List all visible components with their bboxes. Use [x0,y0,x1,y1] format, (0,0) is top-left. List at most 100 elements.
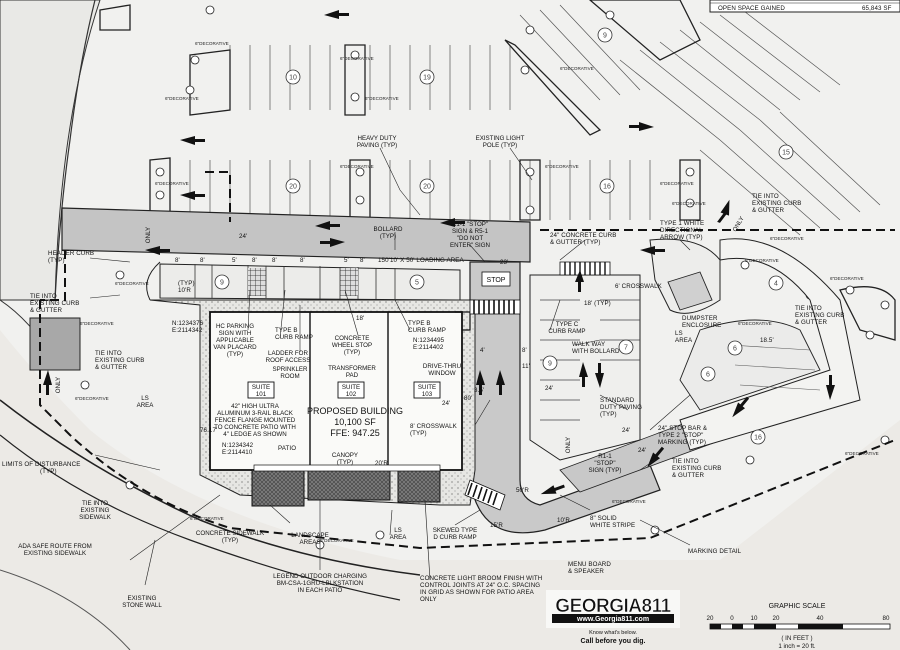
suite-101-label: SUITE [252,384,270,391]
georgia811-url: www.Georgia811.com [576,616,649,623]
stall-count: 9 [220,280,224,287]
building-title: PROPOSED BUILDING [307,406,403,416]
dimension-label: 23' [500,259,508,266]
decorative-label: 6"DECORATIVE [320,538,354,543]
header-curb-label: HEADER CURB(TYP) [48,250,94,264]
dimension-label: 18.5' [760,337,774,344]
decorative-label: 6"DECORATIVE [560,66,594,71]
suite-102-number: 102 [346,391,357,398]
decorative-label: 6"DECORATIVE [660,181,694,186]
bollard-label: BOLLARD(TYP) [374,226,403,240]
only-marking-mid: ONLY [565,437,572,453]
dimension-label: 18' (TYP) [584,300,611,307]
stall-count-circle [700,366,716,382]
decorative-label: 6"DECORATIVE [195,41,229,46]
decorative-label: 6"DECORATIVE [75,396,109,401]
leader-lines [89,147,691,586]
stop-bar-label: 24" STOP BAR &TYPE 2 "STOP"MARKING (TYP) [658,425,708,446]
decorative-label: 6"DECORATIVE [190,516,224,521]
building-ffe: FFE: 947.25 [330,428,380,438]
stall-count-circle [750,429,766,445]
decorative-label: 6"DECORATIVE [340,164,374,169]
stall-count: 20 [423,184,431,191]
decorative-label: 6"DECORATIVE [340,56,374,61]
crosswalk-top-label: 6' CROSSWALK [615,283,663,290]
suite-103-number: 103 [422,391,433,398]
decorative-label: 6"DECORATIVE [745,258,779,263]
stall-count-circle [727,340,743,356]
dimension-label: 5' [344,257,349,264]
dimension-label: 24' [239,233,247,240]
dimension-label: 4' [480,347,485,354]
loading-area-label: 10' X 50' LOADING AREA [390,257,464,264]
decorative-label: 6"DECORATIVE [830,276,864,281]
dimension-label: 150' [378,257,390,264]
decorative-label: 6"DECORATIVE [365,96,399,101]
scale-tick-label: 40 [817,615,824,622]
decorative-label: 6"DECORATIVE [770,236,804,241]
georgia811-wordmark: GEORGIA811 [555,596,671,617]
stall-count: 10 [289,75,297,82]
stop-markings: STOP ONLY ONLY ONLY ONLY [55,215,746,453]
dimension-label: 8' [522,347,527,354]
stall-count: 16 [603,184,611,191]
dimension-label: 10'R [178,287,191,294]
stall-count: 19 [423,75,431,82]
suite-102-label: SUITE [342,384,360,391]
decorative-label: 6"DECORATIVE [80,321,114,326]
crosswalks [464,299,521,511]
decorative-label: 6"DECORATIVE [155,181,189,186]
only-marking-far-left: ONLY [55,377,62,393]
stall-count: 15 [782,150,790,157]
dimension-label: 76.17' [200,427,217,434]
dimension-label: 8' [360,257,365,264]
stall-count: 9 [603,33,607,40]
stall-count: 6 [733,346,737,353]
stop-marking-text: STOP [487,277,506,284]
front-parking-row [146,261,461,301]
marking-detail-label: MARKING DETAIL [688,548,742,555]
dimension-label: 11' [522,363,530,370]
stall-count-circle [419,69,435,85]
dimension-label: 24' [638,447,646,454]
dimension-label: 80' [464,395,472,402]
stall-count-circle [285,69,301,85]
dimension-label: 20'R [375,460,388,467]
scale-unit: ( IN FEET ) [781,635,812,642]
decorative-label: 6"DECORATIVE [845,451,879,456]
scale-tick-label: 0 [730,615,734,622]
georgia811-logo: GEORGIA811 www.Georgia811.com Know what'… [546,590,680,645]
stall-count-circle [599,178,615,194]
stall-count-circle [618,339,634,355]
building-area: 10,100 SF [334,417,376,427]
dumpster-enclosure [667,271,713,311]
patios [251,464,441,507]
decorative-labels: 6"DECORATIVE 6"DECORATIVE 6"DECORATIVE 6… [75,41,879,543]
open-space-table: OPEN SPACE GAINED 65,843 SF [709,0,900,13]
dimension-label: 5' [232,257,237,264]
